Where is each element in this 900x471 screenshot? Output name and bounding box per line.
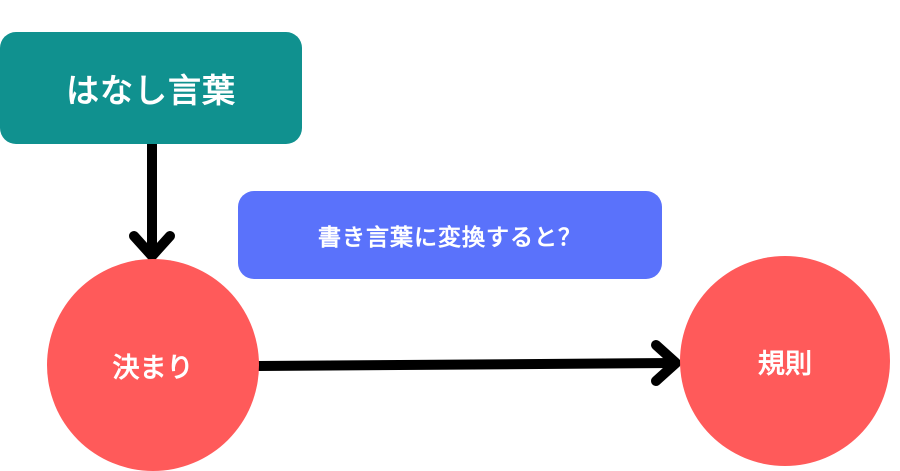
spoken-words-node: はなし言葉 xyxy=(0,32,302,144)
spoken-words-label: はなし言葉 xyxy=(66,71,236,110)
question-label: 書き言葉に変換すると？ xyxy=(318,225,582,251)
arrow-right xyxy=(253,340,681,386)
question-node: 書き言葉に変換すると？ xyxy=(238,191,662,279)
regulation-label: 規則 xyxy=(758,348,812,380)
regulation-node: 規則 xyxy=(680,256,890,466)
rule-label: 決まり xyxy=(112,352,194,384)
rule-node: 決まり xyxy=(47,259,259,471)
arrow-down xyxy=(129,139,175,261)
